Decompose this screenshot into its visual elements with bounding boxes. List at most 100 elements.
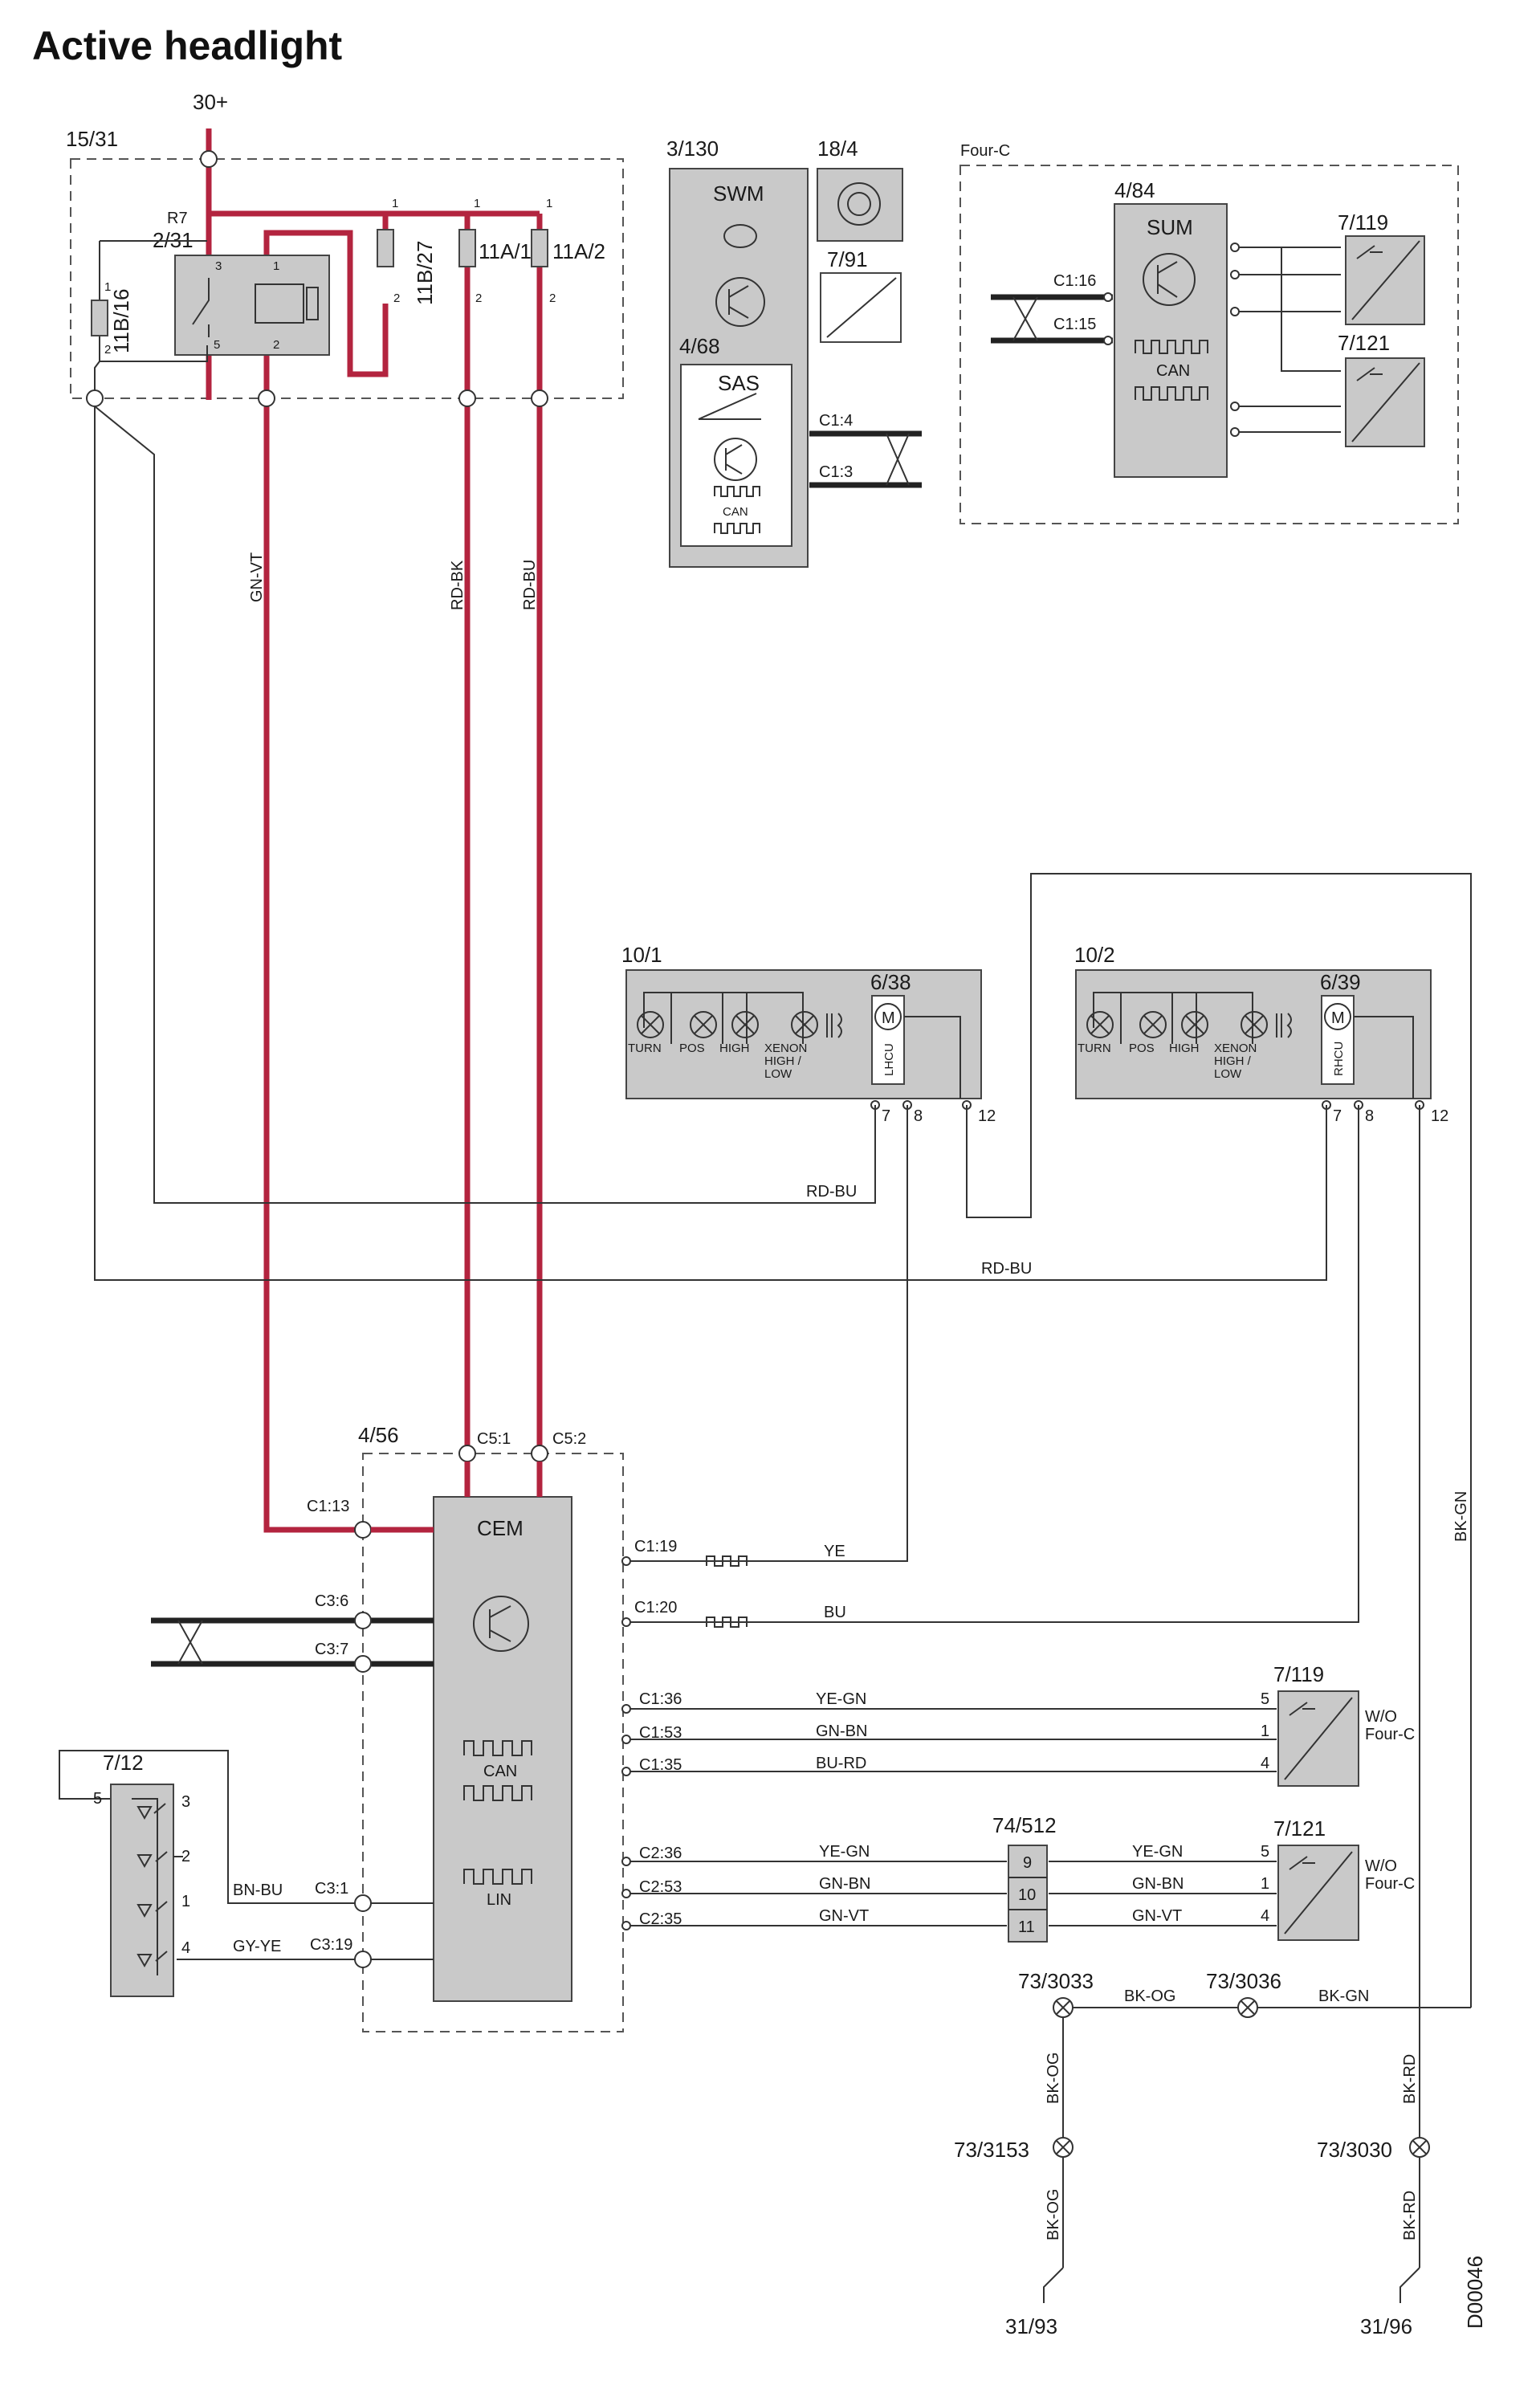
sas-id: 4/68 — [679, 334, 720, 358]
headlamp-right: 10/2 TURN POS HIGH XENON HIGH / LOW 6/39… — [1074, 943, 1448, 1125]
sum-pin-d — [1230, 402, 1240, 411]
fuse-relay-box: 30+ 15/31 R7 2/31 3 1 5 2 11B/16 1 2 11B… — [66, 90, 624, 1533]
cem-can-wave-2 — [463, 1785, 532, 1801]
sum-pin-c1-15 — [1103, 336, 1113, 345]
sensor-front-note-1: W/O — [1365, 1708, 1397, 1726]
cem-bu-pulse — [706, 1616, 748, 1628]
swm-module: 3/130 SWM 18/4 7/91 4/68 SAS CAN C1:4 C1… — [666, 137, 922, 568]
fuse-box-id: 15/31 — [66, 127, 118, 151]
sum-can-twist — [1012, 296, 1038, 341]
cem-c3-feeds — [371, 1902, 434, 1960]
connector-pin-11: 11 — [1018, 1918, 1035, 1936]
lamp-pos-icon — [690, 1011, 717, 1038]
wire-label-rd-bu-2: RD-BU — [981, 1260, 1032, 1278]
sensor-rear-pin-1: 1 — [1261, 1875, 1269, 1893]
headlamp-left-pin-12: 12 — [978, 1107, 996, 1125]
sensor-front-id: 7/119 — [1273, 1662, 1324, 1686]
cem-transistor-symbol — [489, 1605, 511, 1642]
wire-label-rd-bk: RD-BK — [449, 560, 466, 610]
ground-2-label: 73/3036 — [1206, 1969, 1281, 1993]
lamp-high-icon — [731, 1011, 759, 1038]
lamp-high-r-label: HIGH — [1169, 1042, 1200, 1055]
ground-splice-2-cross — [1241, 2000, 1255, 2015]
switch-pin-5: 5 — [93, 1790, 102, 1808]
cem-c1-53-label: C1:53 — [639, 1724, 682, 1742]
cem-can-twist — [177, 1620, 203, 1665]
headlamp-left-lamp-bus — [643, 992, 804, 1044]
lamp-high-label: HIGH — [719, 1042, 750, 1055]
switch-7-12: 7/12 5 3 2 1 4 BN-BU GY-YE — [59, 1750, 355, 1997]
fuse-11b16 — [91, 300, 108, 336]
lamp-xenon-icon — [791, 1011, 818, 1038]
wire-label-gn-bn-1: GN-BN — [816, 1722, 867, 1740]
cem-pin-c2-35 — [621, 1921, 631, 1930]
cem-c3-6-label: C3:6 — [315, 1592, 348, 1610]
wire-label-ye-gn-3: YE-GN — [1132, 1843, 1183, 1861]
sas-c1-label: C1:4 — [819, 412, 853, 430]
sensor-rear-note-2: Four-C — [1365, 1875, 1415, 1893]
sum-pin-c1-16 — [1103, 292, 1113, 302]
cem-pin-c1-13 — [354, 1521, 372, 1539]
switch-pin-2: 2 — [181, 1848, 190, 1865]
fuse-11a2 — [531, 229, 548, 267]
cem-c2-36-label: C2:36 — [639, 1845, 682, 1862]
cem-pin-c1-20 — [621, 1617, 631, 1627]
switch-id: 7/12 — [103, 1751, 144, 1775]
lamp-cross-marks — [641, 1015, 814, 1034]
cem-pin-c1-36 — [621, 1704, 631, 1714]
switch-loop-wire — [59, 1750, 355, 1960]
wire-label-gn-vt-2: GN-VT — [819, 1907, 869, 1925]
lamp-pos-r-icon — [1139, 1011, 1167, 1038]
motor-left-id: 6/38 — [870, 970, 911, 994]
headlamp-right-id: 10/2 — [1074, 943, 1115, 967]
fuse-11a2-pin-2: 2 — [549, 292, 556, 305]
box-terminal-4 — [531, 389, 548, 407]
fuse-16-pin-2: 2 — [104, 343, 111, 357]
sum-id: 4/84 — [1114, 178, 1155, 202]
xenon-ignitor-icon — [826, 1013, 842, 1038]
cem-c3-19-label: C3:19 — [310, 1936, 352, 1954]
lamp-cross-marks-r — [1090, 1015, 1264, 1034]
lamp-turn-r-icon — [1086, 1011, 1114, 1038]
fuse-11a1-pin-2: 2 — [475, 292, 482, 305]
sas-name: SAS — [718, 371, 760, 395]
cem-c3-1-label: C3:1 — [315, 1880, 348, 1898]
xenon-ignitor-r-icon — [1276, 1013, 1292, 1038]
four-c-sensor-1-id: 7/119 — [1338, 210, 1388, 234]
sensor-rear-diagonal — [1284, 1851, 1353, 1934]
sum-c2-label: C1:15 — [1053, 316, 1096, 333]
four-c-sensor-2-diagonal — [1351, 362, 1420, 442]
wire-label-gn-vt-3: GN-VT — [1132, 1907, 1182, 1925]
cem-lin-label: LIN — [487, 1891, 511, 1909]
wire-label-rd-bu-1: RD-BU — [806, 1183, 857, 1201]
motor-left-m: M — [882, 1009, 895, 1027]
wire-label-bu-rd: BU-RD — [816, 1755, 866, 1772]
fuse-11b27-label: 11B/27 — [413, 241, 437, 305]
sas-can-wave — [714, 486, 760, 497]
cem-c1-35-label: C1:35 — [639, 1756, 682, 1774]
motor-left-unit-label: LHCU — [882, 1043, 896, 1076]
headlamp-right-pin-8: 8 — [1365, 1107, 1374, 1125]
sas-can-twist — [886, 433, 910, 486]
ground-splice-3-cross — [1056, 2140, 1070, 2155]
sensor-rear-pin-5: 5 — [1261, 1843, 1269, 1861]
cem-c1-20-label: C1:20 — [634, 1599, 677, 1616]
switch-box — [110, 1784, 174, 1997]
cem-c5-1-label: C5:1 — [477, 1430, 511, 1448]
ground-4-label: 73/3030 — [1317, 2138, 1392, 2162]
sas-transistor-symbol — [725, 444, 743, 475]
cem-lin-wave — [463, 1869, 532, 1885]
ground-end-1-label: 31/93 — [1005, 2314, 1057, 2338]
four-c-label: Four-C — [960, 142, 1010, 160]
ground-splice-4 — [1409, 2137, 1430, 2158]
fuse-16-wire — [94, 240, 208, 398]
wire-bu-rhcu — [623, 1105, 1359, 1623]
relay-coil-loop — [263, 230, 389, 377]
cem-pin-c5-2 — [531, 1445, 548, 1462]
wire-label-gn-vt: GN-VT — [248, 552, 266, 602]
wire-label-bk-gn-2: BK-GN — [1318, 1987, 1369, 2005]
wire-label-gn-bn-3: GN-BN — [1132, 1875, 1184, 1893]
sensor-front-group: YE-GN GN-BN BU-RD 7/119 5 1 4 W/O Four-C — [621, 1662, 1415, 1787]
ground-earth-left — [1043, 2267, 1064, 2303]
